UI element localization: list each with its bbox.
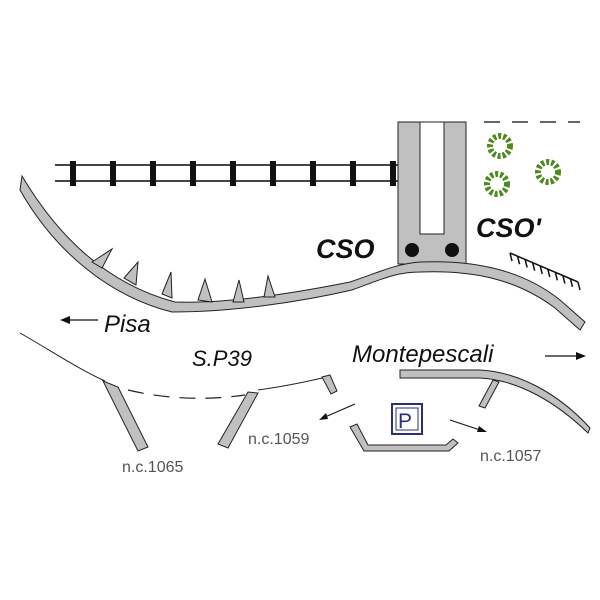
pisa-label: Pisa (104, 311, 151, 338)
sp39-label: S.P39 (192, 346, 252, 371)
railway-tie (190, 161, 196, 186)
hatch-mark (554, 272, 559, 281)
side-road-nc1057 (478, 379, 500, 409)
hatch-mark (531, 262, 536, 271)
parking-icon: P (391, 403, 423, 435)
hatch-mark (562, 275, 566, 284)
hatch-mark (569, 278, 574, 287)
hatch-mark (577, 281, 581, 291)
montepescali-label: Montepescali (352, 341, 494, 368)
sp39-road-edge (19, 332, 106, 382)
embankment-spikes (91, 247, 276, 303)
nc1057-label: n.c.1057 (480, 448, 541, 465)
tree-icon (484, 171, 510, 197)
pisa-arrow (60, 316, 98, 324)
hatch-mark (547, 268, 551, 278)
montepescali-road (399, 369, 591, 434)
nc1059-label: n.c.1059 (248, 431, 309, 448)
side-road-stub (321, 374, 338, 395)
parking-lot (349, 423, 459, 452)
embankment-hatch (509, 252, 581, 291)
railway-tie (310, 161, 316, 186)
main-road-upper (19, 174, 586, 331)
railway-tie (390, 161, 396, 186)
hatch-mark (539, 265, 543, 275)
hatch-mark (516, 256, 521, 265)
cso-marker-1 (405, 243, 419, 257)
hatch-mark (509, 252, 513, 262)
tree-icon (535, 159, 561, 185)
side-road-nc1059 (217, 391, 259, 449)
railway-tie (150, 161, 156, 186)
parking-label: P (398, 410, 412, 433)
sp39-road-edge-right (257, 377, 323, 391)
tree-icon (487, 133, 513, 159)
railway-tie (270, 161, 276, 186)
station-building (397, 121, 467, 265)
cso-marker-2 (445, 243, 459, 257)
railway-tie (110, 161, 116, 186)
montepescali-arrow (545, 352, 586, 360)
side-road-nc1065 (101, 380, 149, 452)
nc1057-arrow (449, 419, 487, 432)
railway-track (55, 161, 398, 186)
sp39-dashed-edge (127, 389, 246, 399)
nc1065-label: n.c.1065 (122, 459, 183, 476)
nc1059-arrow (319, 403, 356, 420)
railway-tie (70, 161, 76, 186)
railway-tie (230, 161, 236, 186)
trees (484, 133, 561, 197)
railway-tie (350, 161, 356, 186)
cso-prime-label: CSO' (476, 213, 543, 243)
cso-label: CSO (316, 234, 375, 264)
hatch-mark (524, 259, 528, 268)
